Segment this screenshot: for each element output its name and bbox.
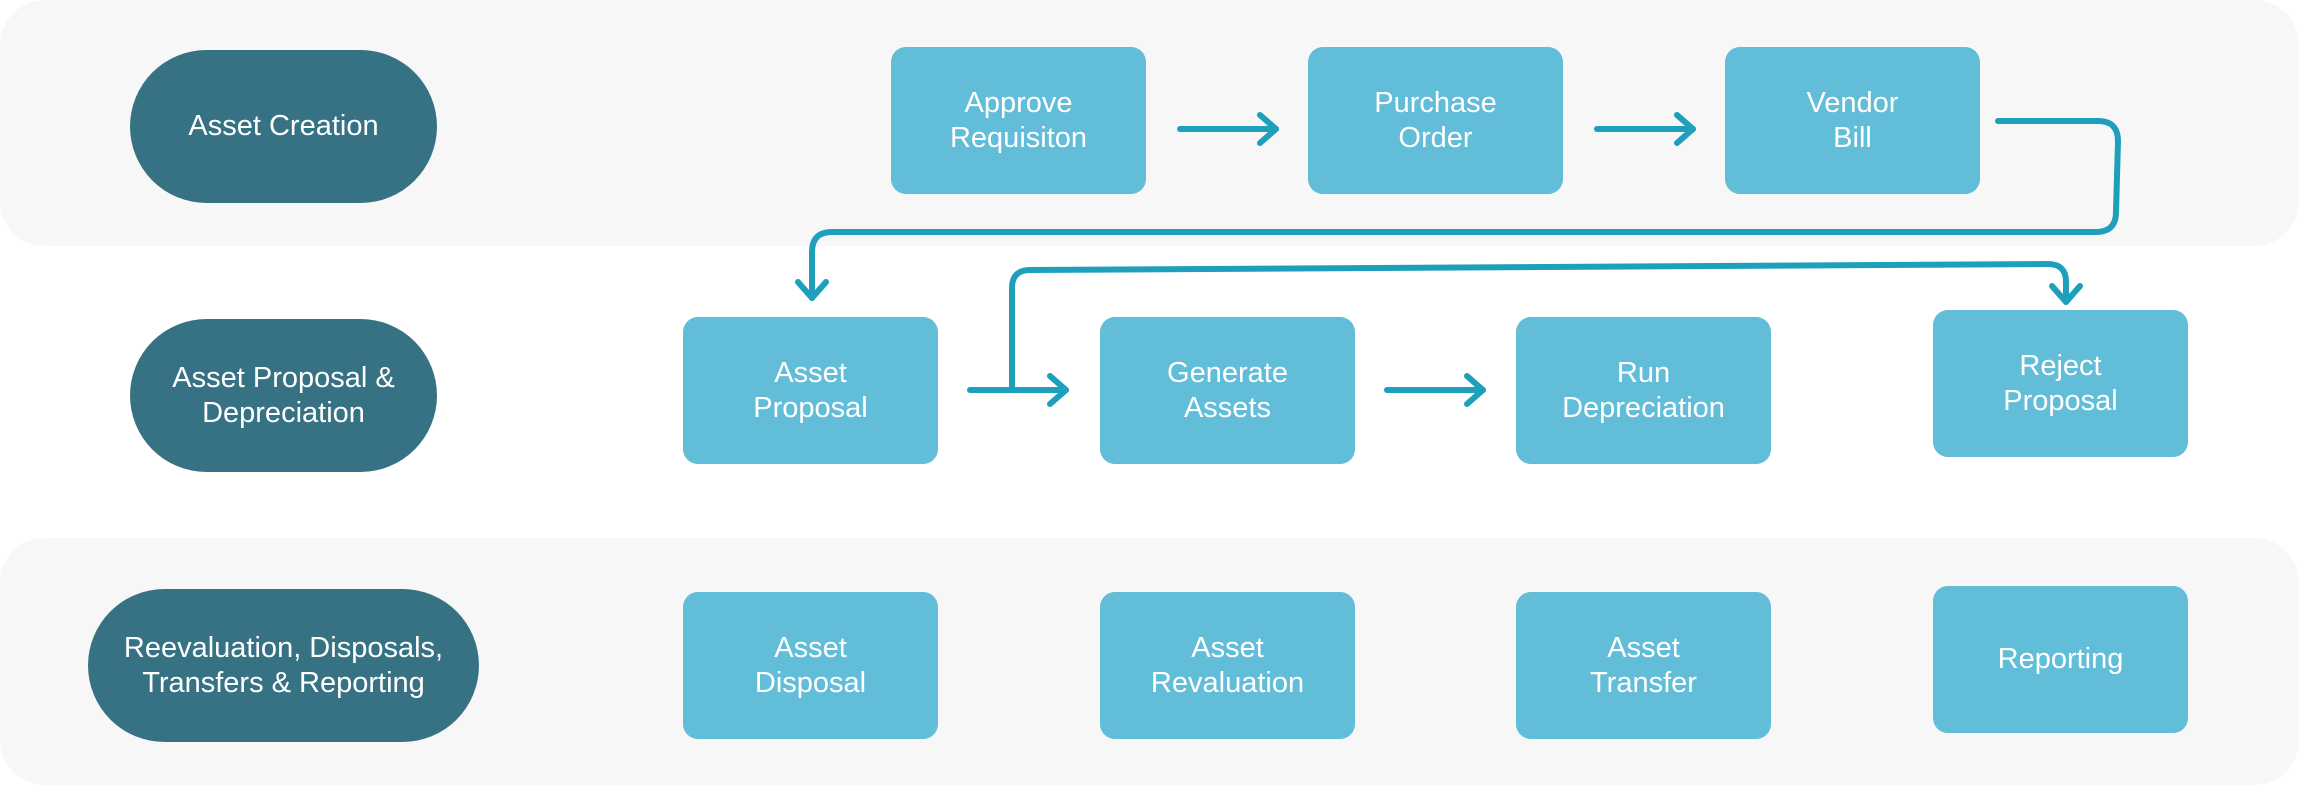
step-asset-proposal: Asset Proposal — [683, 317, 938, 464]
step-asset-transfer: Asset Transfer — [1516, 592, 1771, 739]
step-asset-disposal: Asset Disposal — [683, 592, 938, 739]
step-purchase-order: Purchase Order — [1308, 47, 1563, 194]
step-asset-revaluation: Asset Revaluation — [1100, 592, 1355, 739]
stage-reevaluation-disposals-transfers-reporting: Reevaluation, Disposals, Transfers & Rep… — [88, 589, 479, 742]
step-reporting: Reporting — [1933, 586, 2188, 733]
step-generate-assets: Generate Assets — [1100, 317, 1355, 464]
step-reject-proposal: Reject Proposal — [1933, 310, 2188, 457]
step-vendor-bill: Vendor Bill — [1725, 47, 1980, 194]
step-run-depreciation: Run Depreciation — [1516, 317, 1771, 464]
step-approve-requisition: Approve Requisiton — [891, 47, 1146, 194]
stage-asset-creation: Asset Creation — [130, 50, 437, 203]
stage-asset-proposal-depreciation: Asset Proposal & Depreciation — [130, 319, 437, 472]
arrow-proposal-to-reject — [1009, 261, 2069, 393]
arrow-vendor-to-proposal — [809, 118, 2121, 301]
